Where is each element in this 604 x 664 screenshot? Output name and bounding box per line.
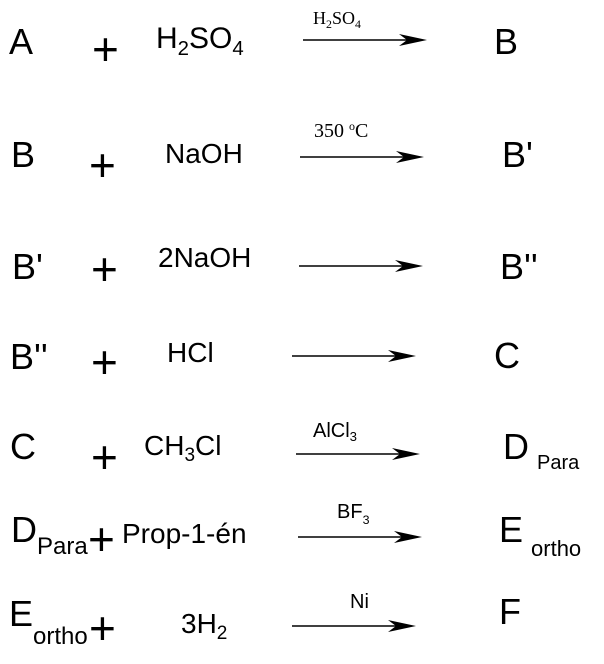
reaction-arrow-3	[299, 260, 423, 272]
reactant-c: C	[10, 426, 36, 467]
plus-sign: +	[91, 336, 118, 388]
condition-alcl3: AlCl3	[313, 420, 358, 444]
reaction-row-7: Eortho + 3H2 Ni F	[0, 574, 604, 664]
reactant-d-para: DPara	[11, 509, 88, 560]
reaction-arrow-7	[292, 620, 416, 632]
reagent-3h2: 3H2	[181, 608, 228, 645]
plus-sign: +	[91, 243, 118, 295]
condition-ni: Ni	[350, 591, 369, 613]
plus-sign: +	[92, 23, 119, 75]
plus-sign: +	[91, 431, 118, 483]
reaction-arrow-5	[296, 448, 420, 460]
reagent-prop-1-en: Prop-1-én	[122, 518, 247, 549]
reactant-b-double-prime: B''	[10, 336, 48, 377]
product-b: B	[494, 21, 519, 62]
reaction-row-3: B' + 2NaOH B''	[0, 222, 604, 312]
product-c: C	[494, 335, 520, 376]
reaction-arrow-6	[298, 531, 422, 543]
reagent-2naoh: 2NaOH	[158, 242, 252, 273]
condition-h2so4: H2SO4	[313, 8, 361, 31]
reagent-naoh: NaOH	[165, 138, 243, 169]
reaction-row-4: B'' + HCl C	[0, 327, 604, 417]
condition-bf3: BF3	[337, 501, 370, 527]
reaction-row-2: B + NaOH 350 oC B'	[0, 110, 604, 200]
plus-sign: +	[89, 602, 116, 654]
reaction-arrow-2	[300, 151, 424, 163]
condition-350c: 350 oC	[314, 119, 369, 142]
reactant-b: B	[11, 134, 36, 175]
reaction-arrow-1	[303, 34, 427, 46]
product-f: F	[499, 591, 521, 632]
reaction-row-1: A + H2SO4 H2SO4 B	[0, 0, 604, 90]
reagent-hcl: HCl	[167, 337, 214, 368]
plus-sign: +	[89, 139, 116, 191]
product-b-prime: B'	[502, 134, 533, 175]
product-b-double-prime: B''	[500, 246, 538, 287]
reactant-e-ortho: Eortho	[9, 593, 88, 650]
reactant-a: A	[9, 21, 34, 62]
reaction-arrow-4	[292, 350, 416, 362]
plus-sign: +	[88, 513, 115, 565]
reagent-ch3cl: CH3Cl	[144, 430, 222, 467]
reagent-h2so4: H2SO4	[156, 22, 244, 60]
reactant-b-prime: B'	[12, 246, 43, 287]
